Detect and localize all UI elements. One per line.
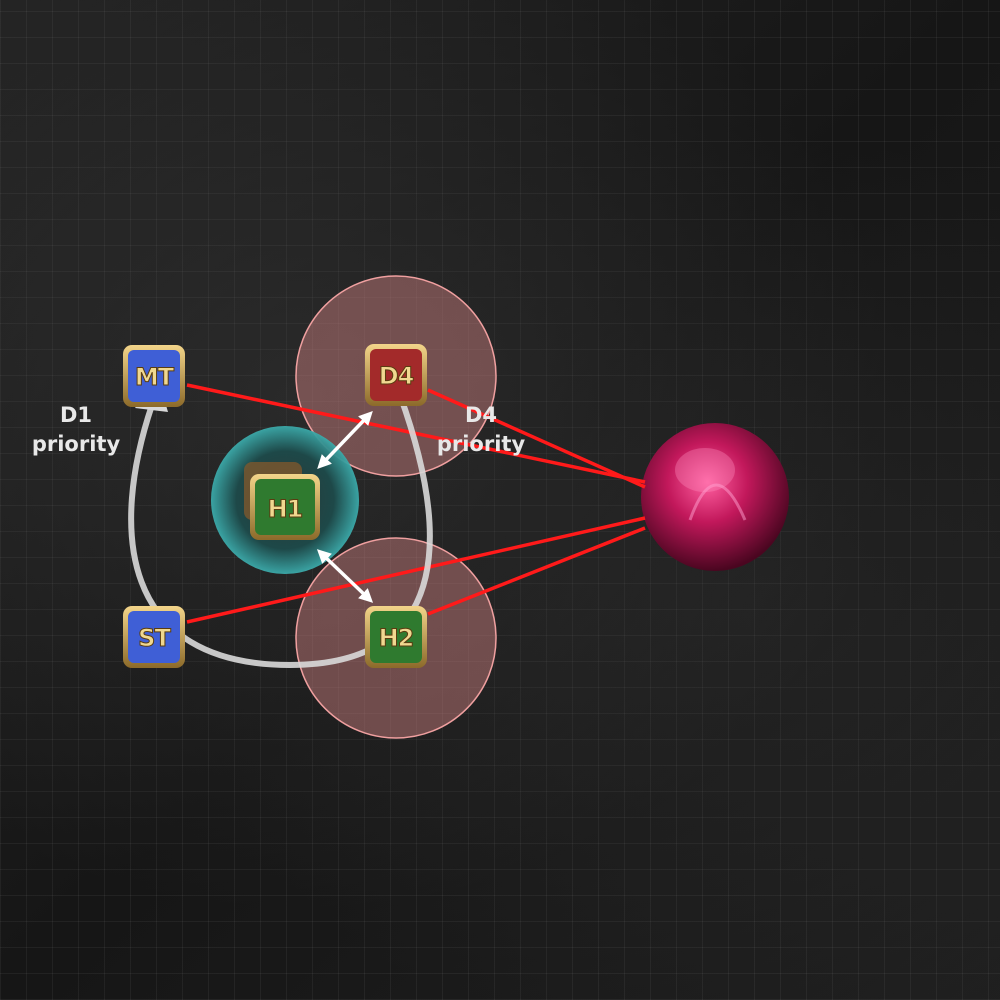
player-label-h1: H1	[268, 495, 303, 523]
player-label-st: ST	[138, 624, 171, 652]
tether-st	[186, 516, 646, 624]
swap-arrow-h1-d4	[317, 410, 373, 470]
swap-arrow-h1-h2	[316, 549, 374, 603]
note-d4-line1: D4	[465, 403, 497, 427]
player-label-h2: H2	[379, 624, 414, 652]
player-marker-st: ST	[123, 606, 185, 668]
player-label-mt: MT	[135, 363, 175, 391]
note-d4-line2: priority	[437, 432, 526, 456]
tether-mt	[186, 383, 646, 484]
swap-arc-arrow	[128, 392, 433, 669]
player-marker-h1: H1	[244, 462, 320, 540]
player-marker-h2: H2	[365, 606, 427, 668]
boss-orb	[641, 423, 789, 571]
note-d1-line2: priority	[32, 432, 121, 456]
player-marker-mt: MT	[123, 345, 185, 407]
tether-h2	[427, 526, 646, 616]
player-marker-d4: D4	[365, 344, 427, 406]
tether-lines	[186, 383, 646, 624]
note-d4-priority: D4 priority	[437, 403, 526, 456]
player-label-d4: D4	[379, 362, 414, 390]
tether-d4	[427, 388, 646, 489]
note-d1-priority: D1 priority	[32, 403, 121, 456]
note-d1-line1: D1	[60, 403, 92, 427]
